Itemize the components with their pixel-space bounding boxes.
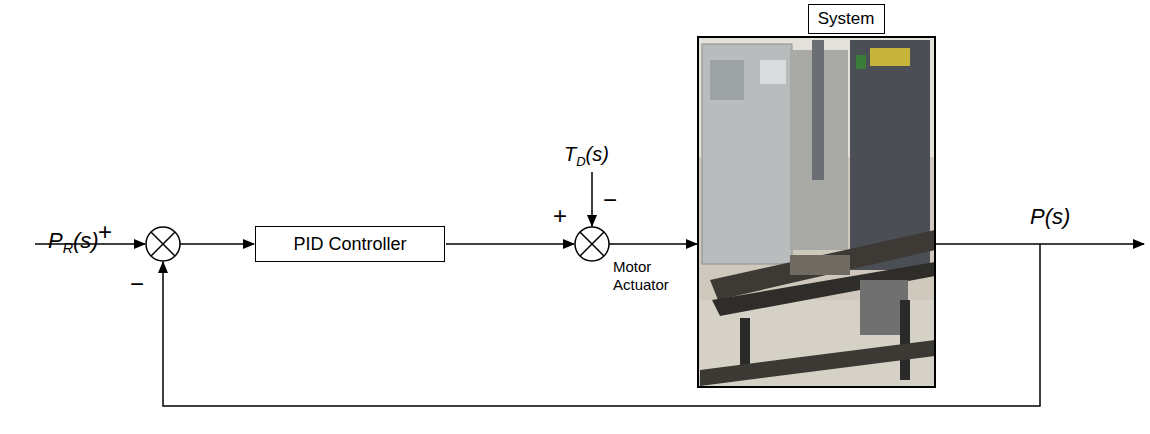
disturbance-signal-text: D [576,154,585,169]
system-photo [698,37,935,387]
plus-sign: + [553,204,567,228]
disturbance-signal-text: (s) [586,143,609,165]
minus-sign-text: − [130,270,144,297]
minus-sign-text: − [603,186,617,213]
actuator-label: Motor Actuator [613,258,693,294]
control-line [446,243,574,245]
reference-signal-text: P [48,228,63,253]
disturbance-line [591,172,593,226]
error-line [180,243,254,245]
summing-junction [146,227,180,261]
reference-signal-text: R [63,240,73,256]
minus-sign: − [603,188,617,212]
box-label: System [818,9,875,29]
actuator-line [609,243,697,245]
disturbance-signal: TD(s) [564,144,609,168]
plus-sign-text: + [553,202,567,229]
output-signal-text: P(s) [1030,204,1070,229]
minus-sign: − [130,272,144,296]
plus-sign-text: + [98,218,112,245]
output-signal: P(s) [1030,206,1070,228]
reference-signal-text: (s) [73,228,99,253]
reference-signal: PR(s) [48,230,99,255]
plus-sign: + [98,220,112,244]
box-label: PID Controller [293,234,406,255]
actuator-label-text: Motor Actuator [613,258,669,293]
system-label-box: System [808,4,885,34]
disturbance-signal-text: T [564,143,576,165]
pid-controller-box: PID Controller [255,226,445,262]
summing-junction [575,227,609,261]
feedback-line [163,244,1040,406]
